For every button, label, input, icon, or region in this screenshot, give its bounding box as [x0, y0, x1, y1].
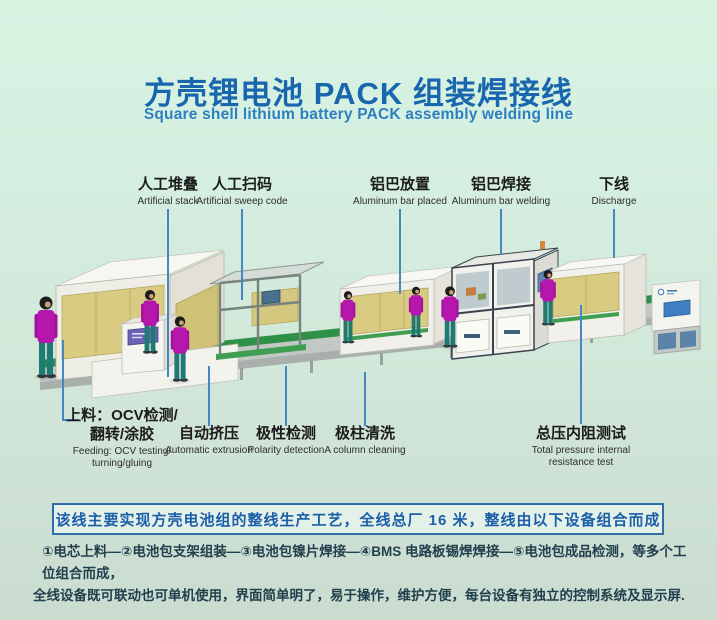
station-label-en: A column cleaning — [324, 444, 406, 456]
station-label-en: Discharge — [591, 195, 637, 207]
station-label-en: Polarity detection — [247, 444, 325, 456]
callout-line — [208, 366, 210, 426]
station-label-en: Artificial stack — [137, 195, 199, 207]
callout-line — [580, 305, 582, 424]
callout-line — [364, 372, 366, 426]
station-label-cn: 极性检测 — [255, 425, 316, 442]
top-station-bar-placed: 铝巴放置 Aluminum bar placed — [353, 176, 447, 207]
station-label-cn: 翻转/涂胶 — [89, 425, 155, 443]
bottom-station-feeding: 上料：OCV检测/ 翻转/涂胶 Feeding: OCV testing/ tu… — [66, 407, 178, 470]
callout-line — [241, 209, 243, 300]
station-label-cn: 下线 — [598, 176, 629, 193]
top-station-artificial-stack: 人工堆叠 Artificial stack — [137, 176, 198, 207]
station-label-cn: 铝巴放置 — [369, 176, 430, 193]
station-label-en: Total pressure internal — [531, 444, 631, 456]
top-station-discharge: 下线 Discharge — [591, 176, 636, 207]
station-label-en: Feeding: OCV testing/ — [72, 445, 172, 457]
bottom-station-polarity: 极性检测 Polarity detection — [248, 425, 325, 456]
station-label-cn: 人工堆叠 — [137, 176, 198, 193]
discharge-station — [547, 253, 647, 344]
station-label-en: Aluminum bar welding — [451, 195, 551, 207]
welding-machine — [451, 241, 559, 360]
station-label-cn: 自动挤压 — [178, 425, 240, 442]
station-label-en: Aluminum bar placed — [353, 195, 447, 207]
bottom-station-extrusion: 自动挤压 Automatic extrusion — [165, 425, 253, 456]
test-console — [651, 279, 701, 355]
workers — [34, 269, 556, 384]
station-label-cn: 人工扫码 — [211, 176, 272, 193]
callout-line — [285, 366, 287, 426]
summary-banner-text: 该线主要实现方壳电池组的整线生产工艺，全线总厂 16 米，整线由以下设备组合而成 — [55, 511, 661, 529]
assembly-line-illustration — [34, 241, 701, 399]
description-line-1: ①电芯上料—②电池包支架组装—③电池包镍片焊接—④BMS 电路板锡焊焊接—⑤电池… — [42, 544, 687, 581]
station-label-en: resistance test — [548, 457, 614, 469]
callout-line — [500, 209, 502, 255]
top-station-bar-welding: 铝巴焊接 Aluminum bar welding — [452, 176, 550, 207]
station-label-cn: 极柱清洗 — [334, 425, 396, 442]
process-description: ①电芯上料—②电池包支架组装—③电池包镍片焊接—④BMS 电路板锡焊焊接—⑤电池… — [33, 541, 697, 607]
callout-line — [62, 340, 64, 421]
top-station-sweep-code: 人工扫码 Artificial sweep code — [196, 176, 287, 207]
station-label-en: turning/gluing — [91, 458, 153, 469]
station-label-cn: 总压内阻测试 — [535, 425, 627, 442]
station-label-cn: 上料：OCV检测/ — [66, 407, 178, 424]
station-label-cn: 铝巴焊接 — [470, 176, 532, 193]
scan-frame-station — [209, 261, 325, 360]
page-subtitle: Square shell lithium battery PACK assemb… — [143, 106, 574, 123]
description-line-2: 全线设备既可联动也可单机使用，界面简单明了，易于操作，维护方便，每台设备有独立的… — [33, 587, 685, 603]
bottom-station-cleaning: 极柱清洗 A column cleaning — [324, 425, 405, 456]
callout-line — [613, 209, 615, 258]
station-label-en: Automatic extrusion — [165, 444, 253, 456]
bottom-station-resistance-test: 总压内阻测试 Total pressure internal resistanc… — [532, 425, 630, 469]
page-title: 方壳锂电池 PACK 组装焊接线 — [144, 76, 573, 111]
station-label-en: Artificial sweep code — [196, 195, 288, 207]
summary-banner: 该线主要实现方壳电池组的整线生产工艺，全线总厂 16 米，整线由以下设备组合而成 — [52, 503, 664, 535]
callout-line — [399, 209, 401, 294]
callout-line — [62, 419, 79, 421]
callout-line — [167, 209, 169, 377]
